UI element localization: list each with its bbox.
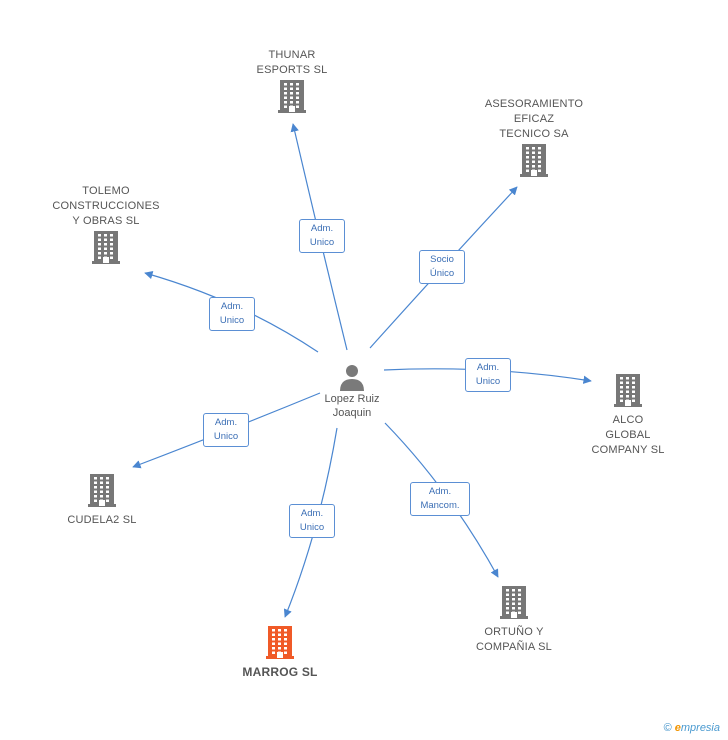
building-icon bbox=[92, 231, 120, 264]
node-marrog-name: MARROG SL bbox=[242, 665, 318, 679]
edge-label-tolemo: Adm. Unico bbox=[209, 297, 255, 331]
building-icon bbox=[266, 626, 294, 659]
node-alco[interactable]: ALCO GLOBAL COMPANY SL bbox=[572, 372, 684, 458]
building-icon bbox=[500, 586, 528, 619]
node-asesoramiento[interactable]: ASESORAMIENTO EFICAZ TECNICO SA bbox=[472, 97, 596, 183]
copyright-icon: © bbox=[663, 722, 672, 734]
building-icon bbox=[614, 374, 642, 407]
node-asesoramiento-name: ASESORAMIENTO EFICAZ TECNICO SA bbox=[484, 98, 584, 140]
node-ortuno-name: ORTUÑO Y COMPAÑIA SL bbox=[476, 626, 552, 653]
node-cudela2-name: CUDELA2 SL bbox=[67, 514, 137, 526]
edge-label-alco: Adm. Unico bbox=[465, 358, 511, 392]
building-icon bbox=[520, 144, 548, 177]
node-alco-name: ALCO GLOBAL COMPANY SL bbox=[591, 414, 665, 456]
node-tolemo-name: TOLEMO CONSTRUCCIONES Y OBRAS SL bbox=[52, 185, 160, 227]
person-icon bbox=[340, 365, 364, 391]
building-icon bbox=[278, 80, 306, 113]
node-tolemo[interactable]: TOLEMO CONSTRUCCIONES Y OBRAS SL bbox=[44, 184, 168, 270]
edge-label-cudela2: Adm. Unico bbox=[203, 413, 249, 447]
building-icon bbox=[88, 474, 116, 507]
node-marrog[interactable]: MARROG SL bbox=[228, 624, 332, 680]
center-person-name: Lopez Ruiz Joaquin bbox=[324, 393, 380, 419]
node-thunar[interactable]: THUNAR ESPORTS SL bbox=[236, 48, 348, 119]
edge-label-asesoramiento: Socio Único bbox=[419, 250, 465, 284]
node-cudela2[interactable]: CUDELA2 SL bbox=[50, 472, 154, 528]
node-ortuno[interactable]: ORTUÑO Y COMPAÑIA SL bbox=[458, 584, 570, 655]
edge-label-marrog: Adm. Unico bbox=[289, 504, 335, 538]
footer-brand[interactable]: © empresia bbox=[664, 722, 720, 734]
node-thunar-name: THUNAR ESPORTS SL bbox=[256, 49, 328, 76]
brand-logo: empresia bbox=[674, 722, 720, 734]
edge-label-thunar: Adm. Unico bbox=[299, 219, 345, 253]
center-person[interactable]: Lopez Ruiz Joaquin bbox=[304, 362, 400, 420]
edge-label-ortuno: Adm. Mancom. bbox=[410, 482, 470, 516]
